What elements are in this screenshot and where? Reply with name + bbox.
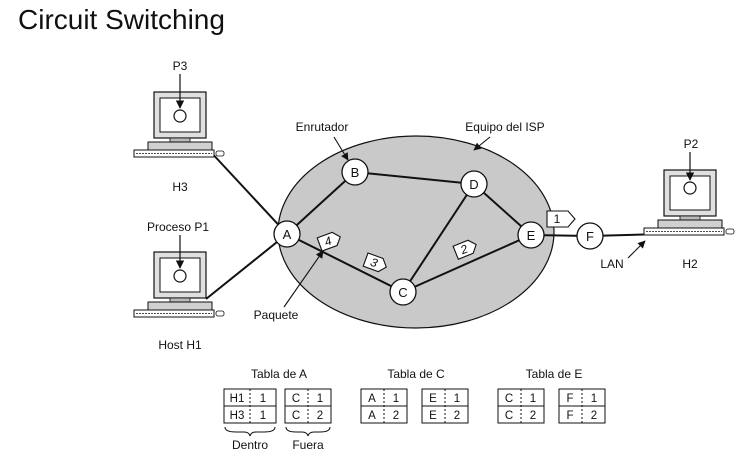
table-a-r1-in-node: H1 bbox=[230, 393, 245, 405]
svg-text:D: D bbox=[469, 177, 478, 192]
packet-3: 3 bbox=[362, 252, 387, 273]
table-e-r2-in-id: 2 bbox=[530, 410, 536, 422]
isp-callout-arrow bbox=[473, 136, 491, 151]
table-e-r2-in-node: C bbox=[505, 410, 513, 422]
packet-4-label: 4 bbox=[323, 234, 334, 250]
node-f: F bbox=[576, 222, 604, 250]
table-a-r2-in-node: H3 bbox=[230, 410, 245, 422]
lan-callout-arrow bbox=[627, 240, 646, 259]
router-callout-arrow bbox=[333, 136, 349, 161]
table-e-r1-out-id: 1 bbox=[591, 393, 597, 405]
table-c-r1-in-node: A bbox=[368, 393, 376, 405]
svg-text:E: E bbox=[527, 228, 536, 243]
label-packet: Paquete bbox=[254, 308, 299, 322]
table-e-r1-out-node: F bbox=[566, 393, 573, 405]
host-h2-computer bbox=[643, 169, 735, 236]
table-c-r2-out-id: 2 bbox=[454, 410, 460, 422]
table-c-r2-out-node: E bbox=[429, 410, 437, 422]
host-h3-computer bbox=[133, 91, 225, 158]
routing-table-a: Tabla de A H1 1 C 1 H3 1 C 2 Dentro Fuer… bbox=[223, 367, 332, 452]
label-lan: LAN bbox=[600, 257, 623, 271]
table-c-r1-out-node: E bbox=[429, 393, 437, 405]
node-c: C bbox=[389, 278, 417, 306]
svg-text:B: B bbox=[351, 165, 360, 180]
host-h1-computer bbox=[133, 251, 225, 318]
table-a-r1-in-id: 1 bbox=[260, 393, 266, 405]
table-a-r1-out-id: 1 bbox=[317, 393, 323, 405]
label-p2: P2 bbox=[684, 137, 699, 151]
table-e-r2-out-node: F bbox=[566, 410, 573, 422]
label-p3: P3 bbox=[173, 59, 188, 73]
label-isp: Equipo del ISP bbox=[465, 120, 544, 134]
node-d: D bbox=[460, 170, 488, 198]
table-c-r1-out-id: 1 bbox=[454, 393, 460, 405]
table-c-r2-in-id: 2 bbox=[393, 410, 399, 422]
isp-cloud bbox=[277, 135, 555, 329]
table-e-r1-in-node: C bbox=[505, 393, 513, 405]
table-c-title: Tabla de C bbox=[387, 367, 445, 381]
table-a-title: Tabla de A bbox=[251, 367, 307, 381]
packet-1: 1 bbox=[546, 210, 576, 228]
svg-text:A: A bbox=[283, 227, 292, 242]
label-in: Dentro bbox=[232, 438, 268, 452]
table-a-r2-out-id: 2 bbox=[317, 410, 323, 422]
label-h2: H2 bbox=[682, 257, 698, 271]
node-e: E bbox=[517, 221, 545, 249]
packet-callout-arrow bbox=[283, 250, 324, 308]
label-router: Enrutador bbox=[296, 120, 349, 134]
brace-out bbox=[285, 426, 331, 437]
routing-table-c: Tabla de C A 1 E 1 A 2 E 2 bbox=[360, 367, 469, 424]
routing-table-e: Tabla de E C 1 F 1 C 2 F 2 bbox=[497, 367, 606, 424]
table-c-r1-in-id: 1 bbox=[393, 393, 399, 405]
packet-4: 4 bbox=[316, 231, 341, 252]
label-h3: H3 bbox=[172, 180, 188, 194]
node-b: B bbox=[341, 158, 369, 186]
label-out: Fuera bbox=[292, 438, 324, 452]
packet-1-label: 1 bbox=[554, 212, 561, 226]
table-c-r2-in-node: A bbox=[368, 410, 376, 422]
packet-2: 2 bbox=[452, 239, 477, 260]
label-host-h1: Host H1 bbox=[158, 338, 202, 352]
svg-text:F: F bbox=[586, 229, 594, 244]
table-e-r1-in-id: 1 bbox=[530, 393, 536, 405]
page-title: Circuit Switching bbox=[18, 4, 225, 35]
table-a-r1-out-node: C bbox=[292, 393, 300, 405]
table-e-title: Tabla de E bbox=[526, 367, 583, 381]
table-a-r2-out-node: C bbox=[292, 410, 300, 422]
brace-in bbox=[224, 426, 276, 437]
node-a: A bbox=[273, 220, 301, 248]
table-e-r2-out-id: 2 bbox=[591, 410, 597, 422]
svg-text:C: C bbox=[398, 285, 407, 300]
table-a-r2-in-id: 1 bbox=[260, 410, 266, 422]
label-process-p1: Proceso P1 bbox=[147, 220, 209, 234]
packet-3-label: 3 bbox=[369, 255, 380, 271]
